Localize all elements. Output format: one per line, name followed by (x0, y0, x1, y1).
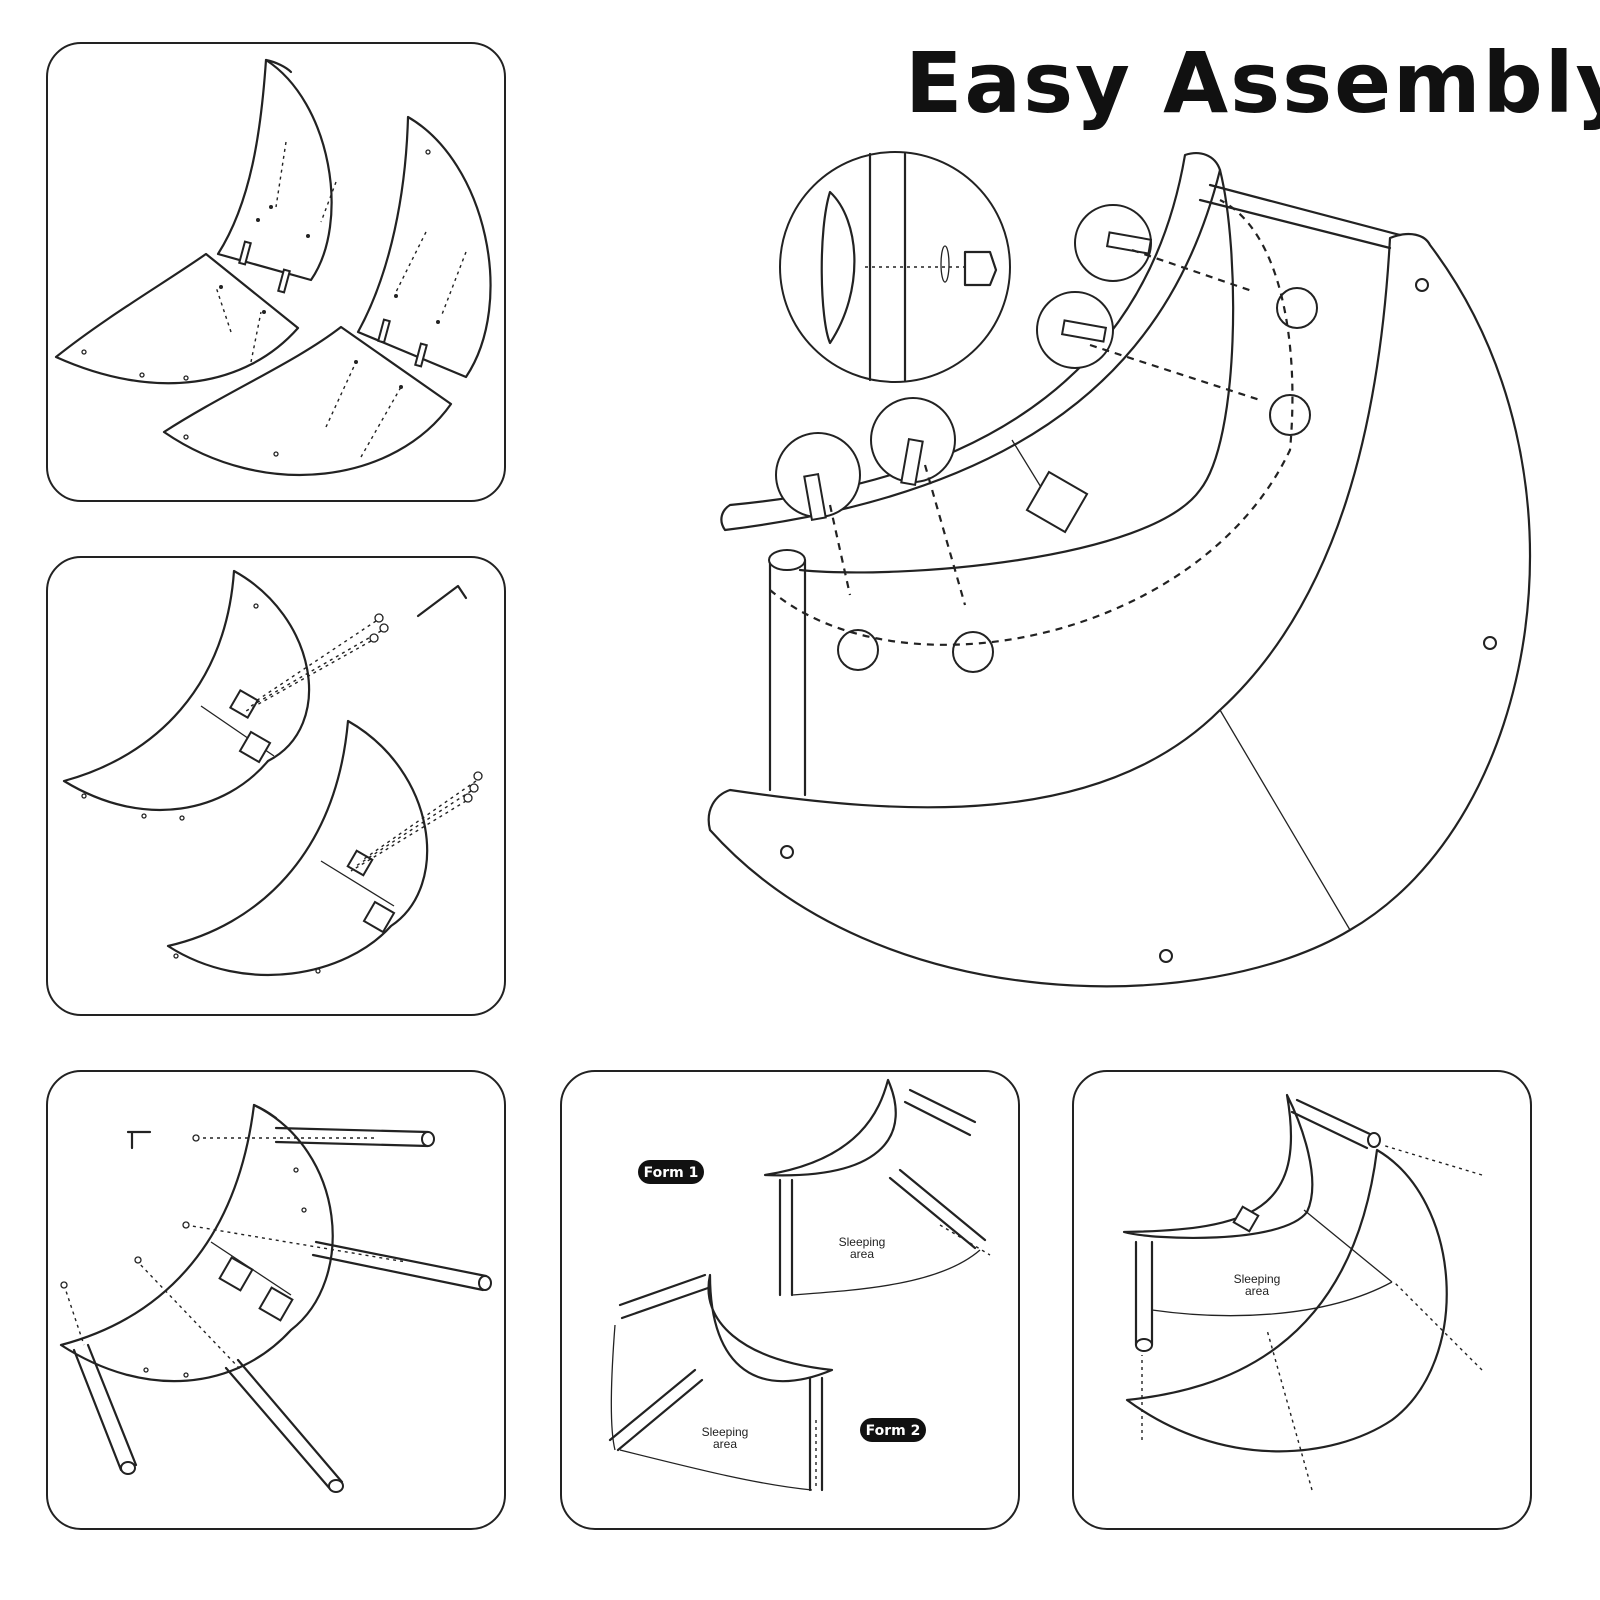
step-main-diagram (707, 151, 1532, 988)
step-1-panel (46, 42, 506, 502)
sleeping-area-label-3: Sleeping (1234, 1272, 1281, 1286)
dowel-icon (238, 240, 428, 368)
hex-key-icon (126, 1130, 152, 1150)
svg-text:Form 2: Form 2 (866, 1423, 921, 1439)
step-2-panel (46, 556, 506, 1016)
svg-text:area: area (713, 1437, 737, 1451)
step-4-panel: Form 1 Form 2 Sleeping area Sleeping are… (560, 1070, 1020, 1530)
svg-text:Form 1: Form 1 (644, 1165, 699, 1181)
step-3-panel (46, 1070, 506, 1530)
form-1-badge: Form 1 (638, 1160, 704, 1184)
form-2-badge: Form 2 (860, 1418, 926, 1442)
sleeping-area-label-1: Sleeping (839, 1235, 886, 1249)
detail-inset (779, 151, 1011, 383)
bracket-icon (228, 688, 396, 934)
page-title: Easy Assembly (905, 34, 1600, 132)
hex-key-icon (416, 584, 468, 618)
svg-text:area: area (1245, 1284, 1269, 1298)
step-5-panel: Sleeping area (1072, 1070, 1532, 1530)
knob-icon (780, 278, 1497, 963)
rail-icon (72, 1126, 492, 1493)
foot-icon (775, 204, 1153, 522)
svg-text:area: area (850, 1247, 874, 1261)
bracket-icon (218, 1256, 294, 1322)
sleeping-area-label-2: Sleeping (702, 1425, 749, 1439)
